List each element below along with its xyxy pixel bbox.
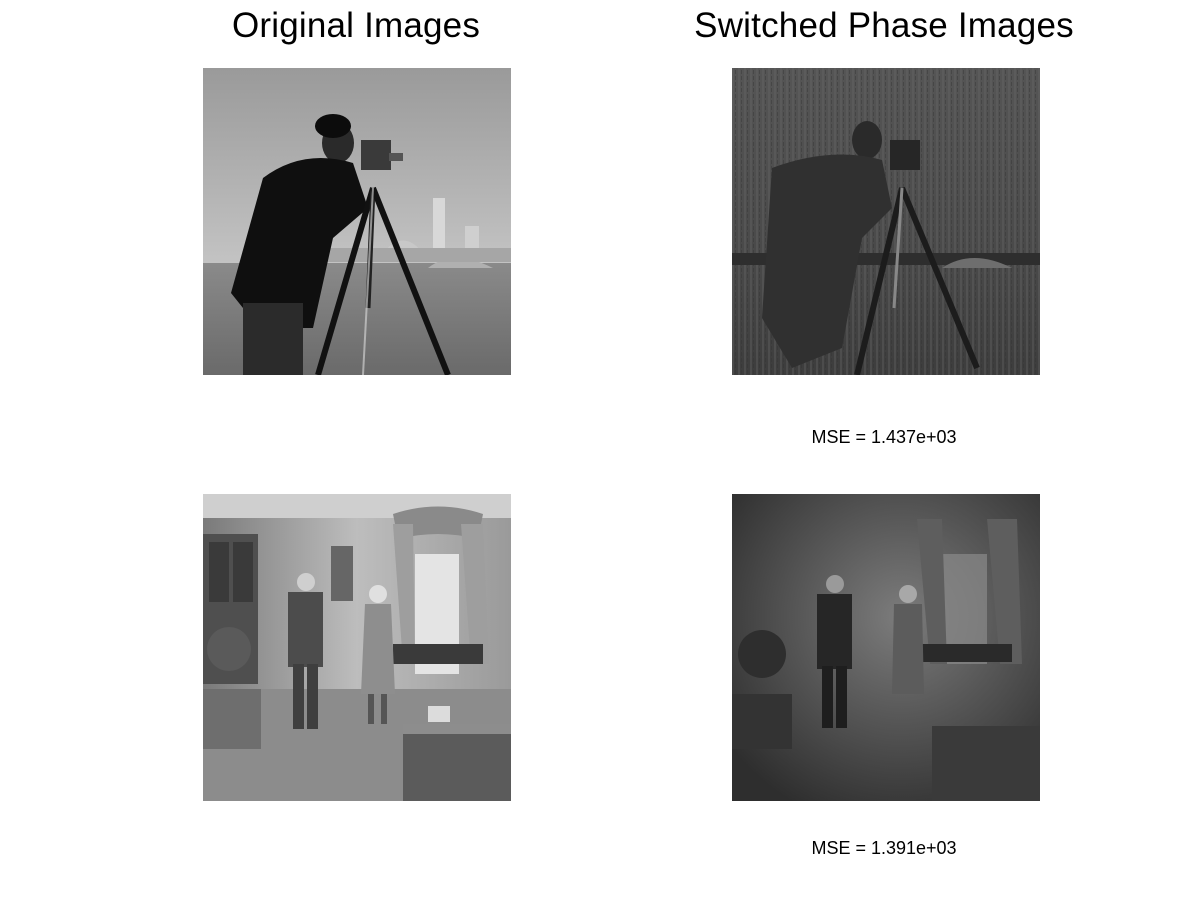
switched-phase-images-title: Switched Phase Images bbox=[694, 6, 1074, 45]
switched-phase-cameraman-image bbox=[732, 68, 1040, 375]
switched-phase-living-room-image bbox=[732, 494, 1040, 801]
mse-value-living-room: MSE = 1.391e+03 bbox=[811, 838, 957, 858]
original-living-room-image bbox=[203, 494, 511, 801]
mse-value-cameraman: MSE = 1.437e+03 bbox=[811, 427, 957, 447]
original-images-title: Original Images bbox=[231, 6, 481, 45]
original-cameraman-image bbox=[203, 68, 511, 375]
